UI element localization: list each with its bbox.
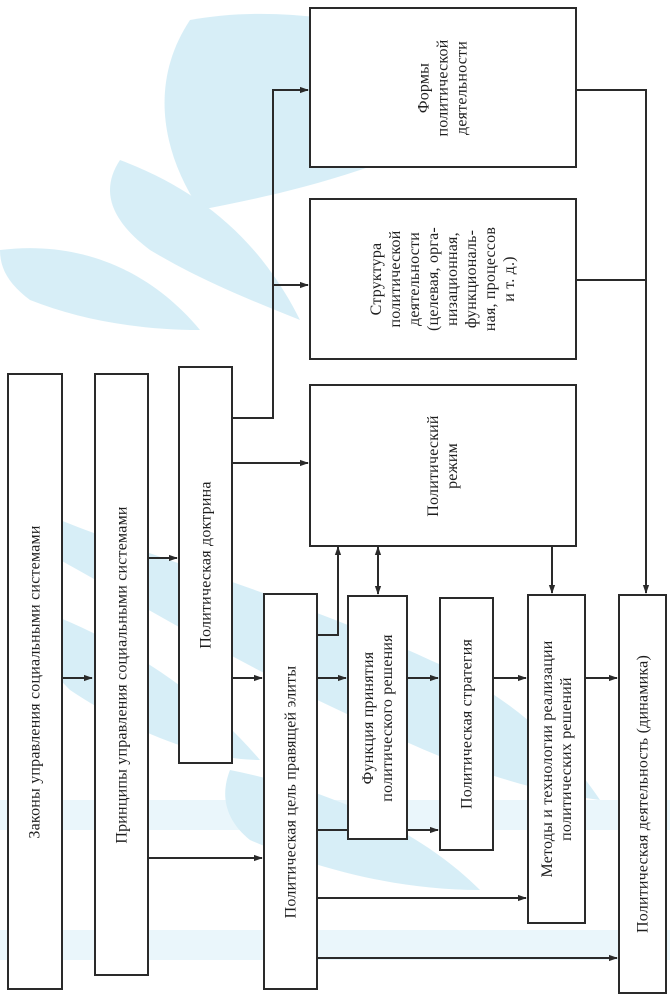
box-methods: Методы и технологии реализации политичес…: [527, 594, 586, 924]
box-structure: Структура политической деятельности (цел…: [309, 198, 577, 360]
box-structure-label: Структура политической деятельности (цел…: [368, 226, 518, 332]
box-regime-label: Политический режим: [425, 414, 461, 517]
box-elite-goal: Политическая цель правящей элиты: [263, 593, 318, 990]
box-principles-label: Принципы управления социальными системам…: [113, 505, 130, 844]
box-forms: Формы политической деятельности: [309, 7, 577, 168]
arrow-forms-to-activity: [577, 89, 650, 594]
box-doctrine-label: Политическая доктрина: [197, 481, 214, 649]
box-strategy: Политическая стратегия: [439, 597, 494, 851]
box-elite-goal-label: Политическая цель правящей элиты: [282, 665, 299, 918]
box-laws: Законы управления социальными системами: [7, 373, 63, 990]
arrow-goal-to-regime: [318, 546, 342, 636]
arrow-doctrine-to-structure-and-forms: [233, 86, 309, 419]
box-doctrine: Политическая доктрина: [178, 366, 233, 764]
box-activity: Политическая деятельность (динамика): [618, 594, 667, 994]
box-activity-label: Политическая деятельность (динамика): [634, 655, 651, 933]
box-decision-function-label: Функция принятия политического решения: [359, 633, 396, 802]
box-forms-label: Формы политической деятельности: [415, 38, 471, 137]
box-laws-label: Законы управления социальными системами: [26, 524, 44, 839]
box-strategy-label: Политическая стратегия: [458, 638, 475, 810]
box-regime: Политический режим: [309, 384, 577, 547]
box-principles: Принципы управления социальными системам…: [94, 373, 149, 976]
box-methods-label: Методы и технологии реализации политичес…: [538, 640, 575, 878]
box-decision-function: Функция принятия политического решения: [347, 595, 408, 840]
